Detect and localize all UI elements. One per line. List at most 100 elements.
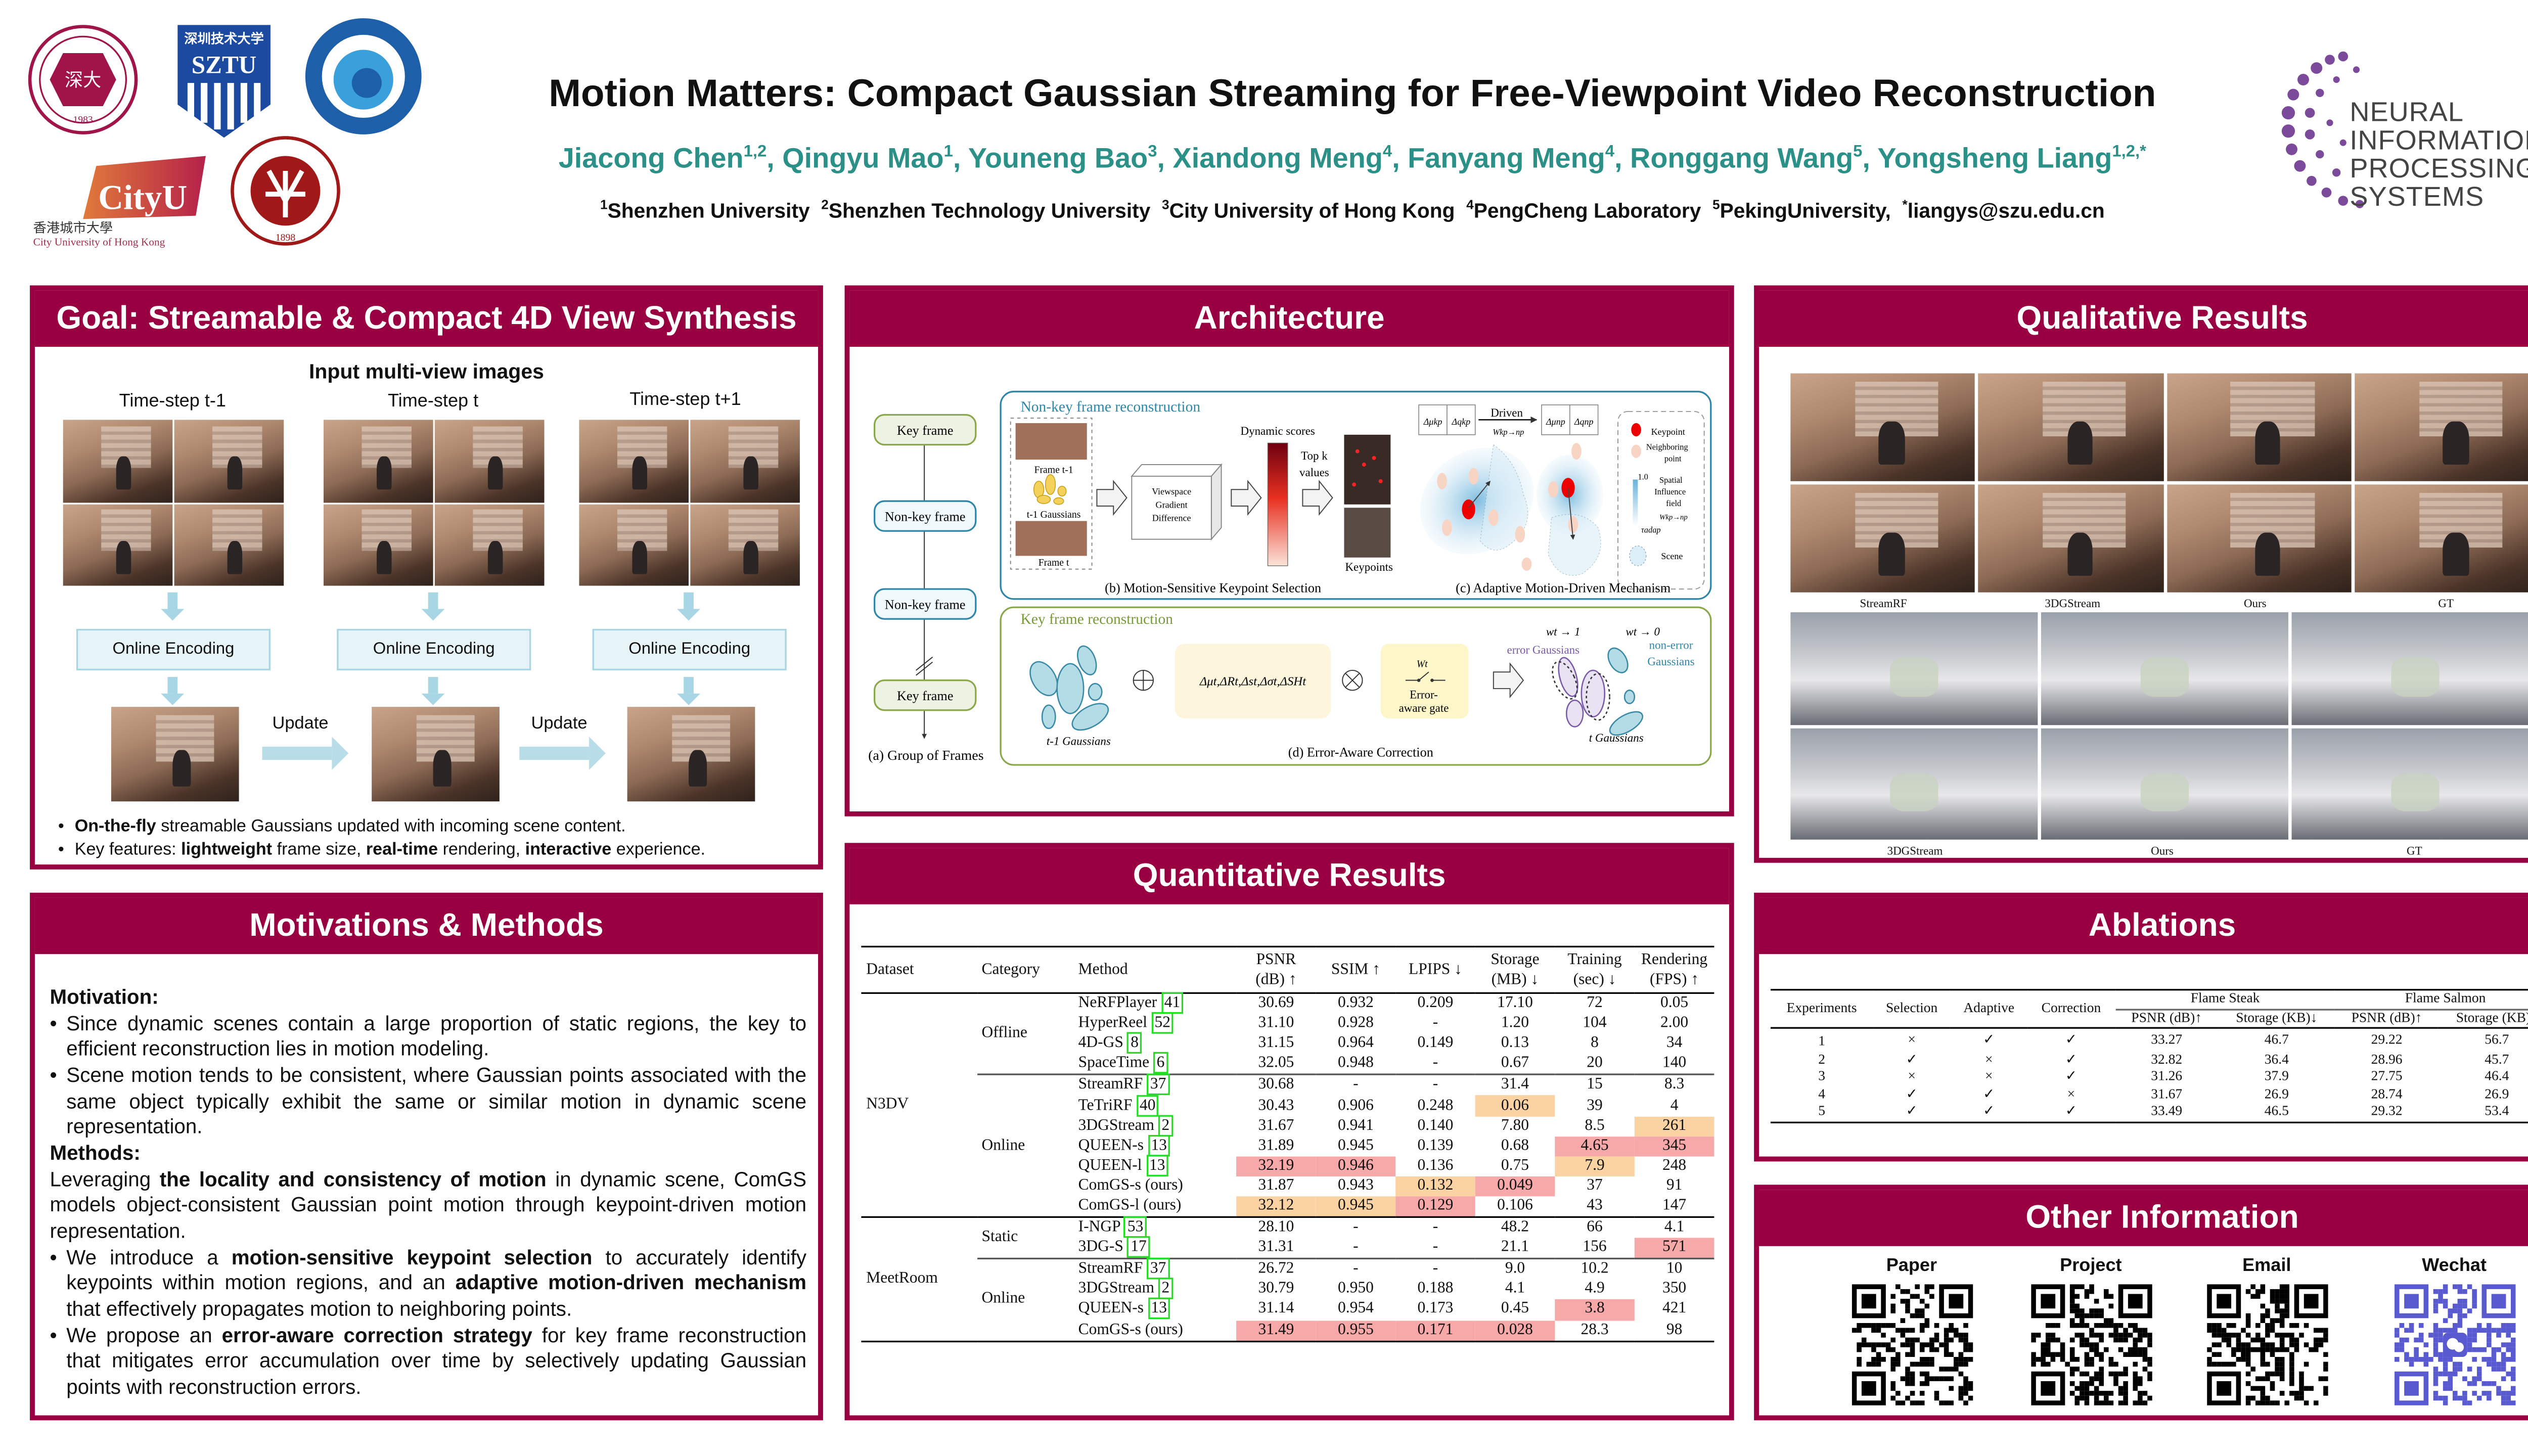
svg-text:Wt: Wt [1417,658,1428,669]
value-cell: 28.74 [2371,1086,2403,1101]
method-name: NeRFPlayer [1078,994,1157,1013]
citation-link[interactable]: 37 [1147,1074,1169,1096]
citation-link[interactable]: 41 [1161,992,1184,1014]
citation-link[interactable]: 53 [1124,1216,1147,1238]
column-header: PSNR (dB) ↑ [1255,949,1297,988]
author-name: Qingyu Mao [782,143,944,174]
qr-code-email[interactable] [2207,1284,2328,1405]
value-cell: 0.945 [1316,1196,1396,1217]
svg-text:Non-key frame: Non-key frame [885,510,966,524]
component-flag: ✓ [1906,1051,1918,1066]
author-name: Ronggang Wang [1630,143,1854,174]
body-text: in dynamic scene, ComGS models object-co… [50,1167,807,1243]
value-cell: 0.932 [1337,994,1374,1013]
methods-intro: Leveraging the locality and consistency … [50,1167,806,1245]
update-label: Update [272,713,329,734]
value-cell: 571 [1634,1238,1714,1259]
value-cell: 248 [1662,1156,1687,1175]
update-arrow-icon [519,737,606,770]
value-cell: 0.941 [1337,1116,1374,1134]
method-name: QUEEN-s [1078,1300,1144,1318]
svg-text:Δqkp: Δqkp [1452,417,1471,427]
citation-link[interactable]: 37 [1147,1258,1169,1280]
value-cell: 0.928 [1337,1014,1374,1032]
goal-bullet: On-the-fly streamable Gaussians updated … [58,816,813,840]
value-cell: 53.4 [2485,1103,2509,1119]
key-frame-title: Key frame reconstruction [1020,611,1173,627]
experiment-id: 2 [1818,1051,1825,1066]
value-cell: 21.1 [1501,1238,1529,1257]
citation-link[interactable]: 13 [1147,1134,1170,1156]
svg-text:values: values [1299,466,1329,479]
citation-link[interactable]: 40 [1136,1094,1159,1116]
affiliation-sup: * [1902,197,1908,213]
citation-link[interactable]: 52 [1151,1012,1174,1034]
motivations-body: Motivation: Since dynamic scenes contain… [50,986,806,1401]
deltas-label: Δμt,ΔRt,Δst,Δσt,ΔSHt [1199,674,1306,688]
citation-link[interactable]: 6 [1153,1052,1168,1074]
citation-link[interactable]: 17 [1127,1236,1150,1258]
value-cell: 98 [1666,1320,1683,1339]
arrow-icon [1493,662,1524,699]
value-cell: 32.82 [2151,1051,2183,1066]
author-affiliation-sup: 1,2 [743,143,767,162]
svg-text:深大: 深大 [65,70,101,90]
neurips-text-4: SYSTEMS [2350,183,2485,213]
svg-text:1983: 1983 [73,114,93,125]
emphasis-text: motion-sensitive keypoint selection [231,1245,593,1269]
value-cell: 31.49 [1236,1320,1316,1341]
value-cell: 10 [1634,1258,1714,1280]
method-name: ComGS-s (ours) [1078,1320,1183,1339]
method-label: StreamRF [1860,597,1907,611]
rendered-result-image [627,707,755,802]
svg-text:Key frame: Key frame [897,689,954,703]
value-cell: 0.906 [1337,1096,1374,1114]
category-cell: Offline [981,1024,1027,1042]
body-text: for key frame reconstruction that mitiga… [66,1323,807,1399]
deltas-box [1175,644,1331,719]
category-cell: Online [976,1258,1073,1341]
qr-label: Wechat [2422,1256,2487,1276]
value-cell: 31.14 [1258,1300,1294,1318]
experiment-id: 4 [1818,1086,1825,1101]
down-arrow-icon [677,592,701,621]
value-cell: 46.4 [2485,1068,2509,1084]
value-cell: 37.9 [2264,1068,2289,1084]
affiliation-sup: 4 [1466,197,1474,213]
value-cell: - [1353,1238,1359,1257]
update-arrow-icon [262,737,349,770]
method-cell: ComGS-s (ours) [1073,1176,1236,1196]
value-cell: 2.00 [1660,1014,1689,1032]
qr-code-paper[interactable] [1852,1284,1973,1405]
citation-link[interactable]: 13 [1147,1298,1170,1320]
motivation-heading: Motivation: [50,985,159,1009]
qr-code-project[interactable] [2031,1284,2152,1405]
plus-icon [1133,669,1154,691]
value-cell: 104 [1583,1014,1607,1032]
citation-link[interactable]: 13 [1146,1154,1169,1176]
method-cell: StreamRF 37 [1073,1074,1237,1096]
value-cell: 26.9 [2264,1086,2289,1101]
citation-link[interactable]: 8 [1127,1032,1142,1054]
method-name: 3DGStream [1078,1280,1155,1298]
citation-link[interactable]: 2 [1158,1114,1173,1136]
svg-text:Non-key frame: Non-key frame [885,598,966,612]
qr-code-wechat[interactable] [2394,1284,2516,1405]
component-flag: × [1984,1068,1993,1084]
svg-text:wt → 1: wt → 1 [1546,625,1581,638]
body-text: experience. [611,841,706,860]
column-header: Training (sec) ↓ [1567,949,1622,988]
value-cell: 147 [1662,1196,1687,1215]
value-cell: 46.5 [2264,1103,2289,1119]
methods-heading: Methods: [50,1141,141,1165]
citation-link[interactable]: 2 [1158,1278,1173,1300]
goal-panel: Goal: Streamable & Compact 4D View Synth… [30,285,823,870]
value-cell: 28.3 [1581,1320,1609,1339]
method-name: HyperReel [1078,1014,1148,1032]
svg-text:Error-: Error- [1410,689,1438,701]
